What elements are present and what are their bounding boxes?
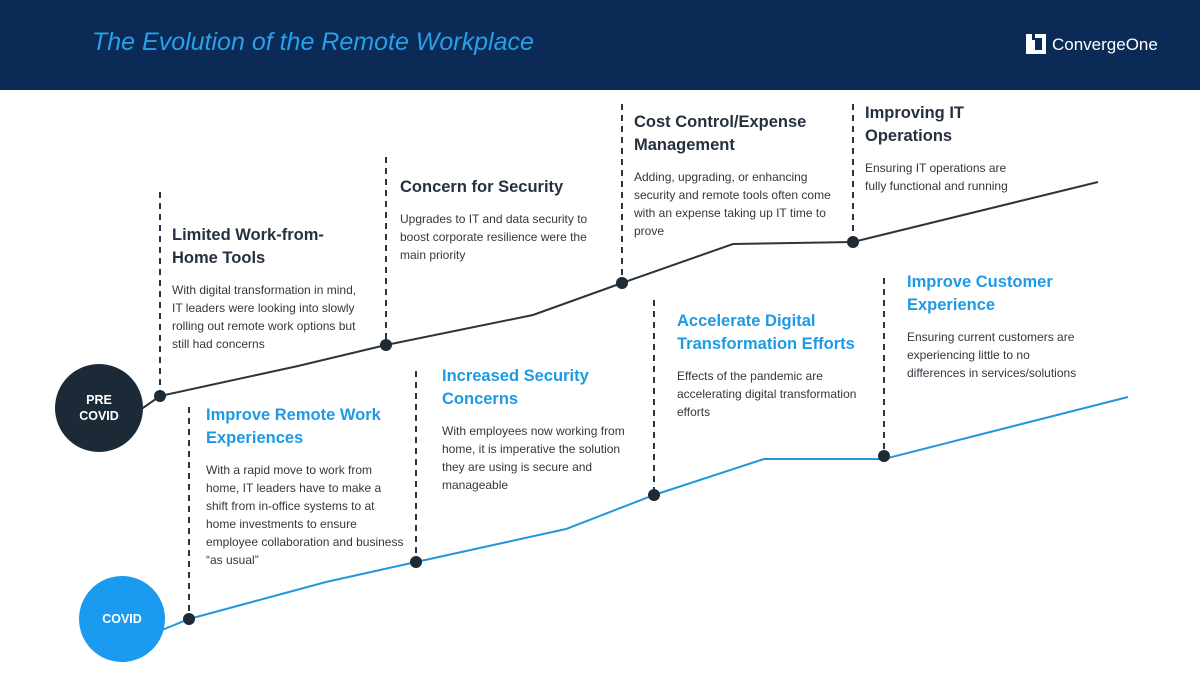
pre-covid-badge: PRE COVID	[55, 364, 143, 452]
covid-card-increased-security: Increased Security Concerns With employe…	[442, 365, 627, 494]
pre-card-2-heading: Concern for Security	[400, 178, 564, 196]
covid-card-3-body: Effects of the pandemic are accelerating…	[677, 369, 857, 419]
covid-card-improve-customer-experience: Improve Customer Experience Ensuring cur…	[907, 271, 1077, 382]
covid-card-2-heading: Increased Security Concerns	[442, 367, 589, 408]
pre-card-concern-for-security: Concern for Security Upgrades to IT and …	[400, 176, 590, 264]
covid-badge: COVID	[79, 576, 165, 662]
covid-card-1-body: With a rapid move to work from home, IT …	[206, 463, 404, 567]
pre-card-2-body: Upgrades to IT and data security to boos…	[400, 212, 588, 262]
pre-covid-label-line1: PRE	[86, 393, 112, 407]
covid-card-4-heading: Improve Customer Experience	[907, 273, 1053, 314]
convergeone-logo-icon	[1026, 34, 1046, 54]
pre-card-1-heading: Limited Work-from-Home Tools	[172, 226, 324, 267]
covid-card-2-body: With employees now working from home, it…	[442, 424, 625, 492]
pre-covid-label-line2: COVID	[79, 409, 119, 423]
pre-milestone-dot-3	[616, 277, 628, 289]
pre-card-4-heading: Improving IT Operations	[865, 104, 964, 145]
pre-milestone-dot-4	[847, 236, 859, 248]
covid-label: COVID	[102, 612, 142, 626]
pre-card-1-body: With digital transformation in mind, IT …	[172, 283, 357, 351]
pre-milestone-dot-2	[380, 339, 392, 351]
covid-milestone-dot-1	[183, 613, 195, 625]
pre-card-improving-it-operations: Improving IT Operations Ensuring IT oper…	[865, 102, 1025, 195]
covid-trend-line	[161, 396, 1129, 631]
covid-card-accelerate-digital: Accelerate Digital Transformation Effort…	[677, 310, 872, 421]
page-title: The Evolution of the Remote Workplace	[92, 28, 534, 56]
pre-card-limited-wfh-tools: Limited Work-from-Home Tools With digita…	[172, 224, 362, 353]
covid-milestone-dot-2	[410, 556, 422, 568]
covid-card-4-body: Ensuring current customers are experienc…	[907, 330, 1077, 380]
pre-milestone-dot-1	[154, 390, 166, 402]
covid-card-improve-remote-work: Improve Remote Work Experiences With a r…	[206, 404, 406, 569]
covid-milestone-dot-4	[878, 450, 890, 462]
pre-card-3-body: Adding, upgrading, or enhancing security…	[634, 170, 831, 238]
pre-card-3-heading: Cost Control/Expense Management	[634, 113, 807, 154]
pre-card-4-body: Ensuring IT operations are fully functio…	[865, 161, 1008, 193]
pre-card-cost-control: Cost Control/Expense Management Adding, …	[634, 111, 839, 240]
pre-covid-trend-line	[139, 181, 1099, 411]
covid-card-3-heading: Accelerate Digital Transformation Effort…	[677, 312, 855, 353]
covid-milestone-dot-3	[648, 489, 660, 501]
covid-card-1-heading: Improve Remote Work Experiences	[206, 406, 381, 447]
header-banner: The Evolution of the Remote Workplace Co…	[0, 0, 1200, 90]
logo-text: ConvergeOne	[1052, 35, 1158, 54]
